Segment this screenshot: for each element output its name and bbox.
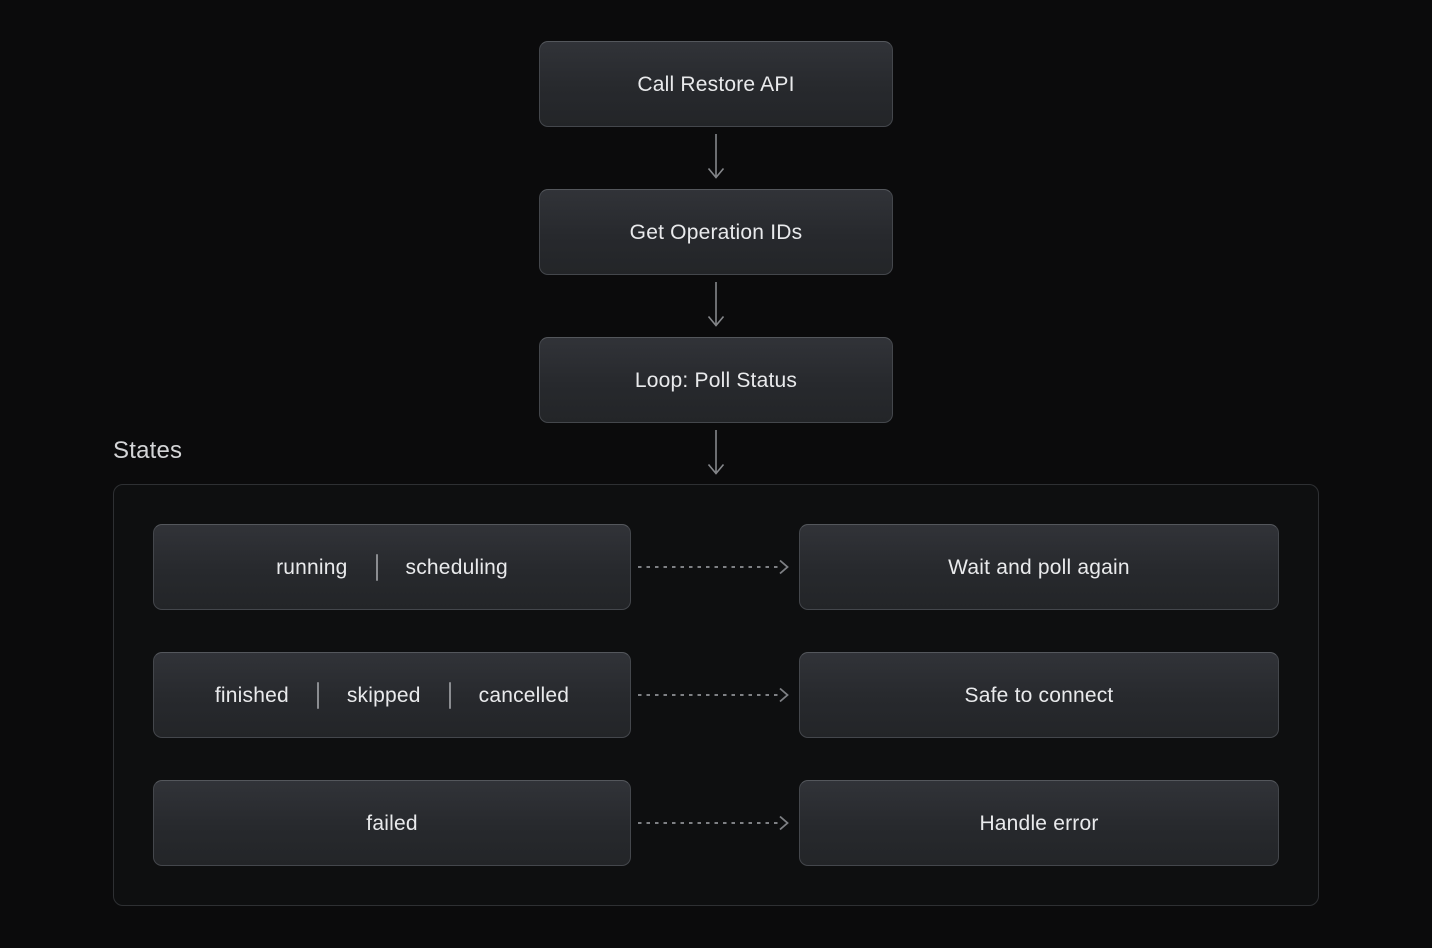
dashed-arrow-right-icon: [631, 524, 799, 610]
dashed-arrow-right-icon: [631, 652, 799, 738]
state-separator: [316, 681, 319, 709]
action-label: Wait and poll again: [948, 555, 1130, 579]
state-row-running-scheduling: running scheduling Wait and poll again: [153, 524, 1279, 610]
flow-node-call-restore-api: Call Restore API: [539, 41, 893, 127]
flow-node-loop-poll-status: Loop: Poll Status: [539, 337, 893, 423]
state-label: cancelled: [478, 683, 570, 707]
flow-node-label: Get Operation IDs: [629, 220, 803, 244]
flow-node-label: Call Restore API: [637, 72, 795, 96]
arrow-down-icon: [705, 275, 727, 337]
state-separator: [448, 681, 451, 709]
action-label: Safe to connect: [964, 683, 1114, 707]
dashed-arrow-right-icon: [631, 780, 799, 866]
state-box-running-scheduling: running scheduling: [153, 524, 631, 610]
state-row-finished-skipped-cancelled: finished skipped cancelled Safe to conne…: [153, 652, 1279, 738]
arrow-down-icon: [705, 127, 727, 189]
state-label: failed: [366, 811, 418, 835]
flow-node-get-operation-ids: Get Operation IDs: [539, 189, 893, 275]
flow-column: Call Restore API Get Operation IDs Loop:…: [539, 41, 893, 485]
action-label: Handle error: [979, 811, 1099, 835]
flow-node-label: Loop: Poll Status: [634, 368, 798, 392]
arrow-down-icon: [705, 423, 727, 485]
action-box-handle-error: Handle error: [799, 780, 1279, 866]
state-separator: [375, 553, 378, 581]
action-box-safe-to-connect: Safe to connect: [799, 652, 1279, 738]
state-row-failed: failed Handle error: [153, 780, 1279, 866]
states-panel: running scheduling Wait and poll again f…: [113, 484, 1319, 906]
state-label: running: [276, 555, 348, 579]
action-box-wait-and-poll-again: Wait and poll again: [799, 524, 1279, 610]
state-box-failed: failed: [153, 780, 631, 866]
states-section-title: States: [113, 437, 183, 464]
state-label: scheduling: [405, 555, 508, 579]
state-label: skipped: [346, 683, 421, 707]
state-label: finished: [214, 683, 289, 707]
state-box-finished-skipped-cancelled: finished skipped cancelled: [153, 652, 631, 738]
